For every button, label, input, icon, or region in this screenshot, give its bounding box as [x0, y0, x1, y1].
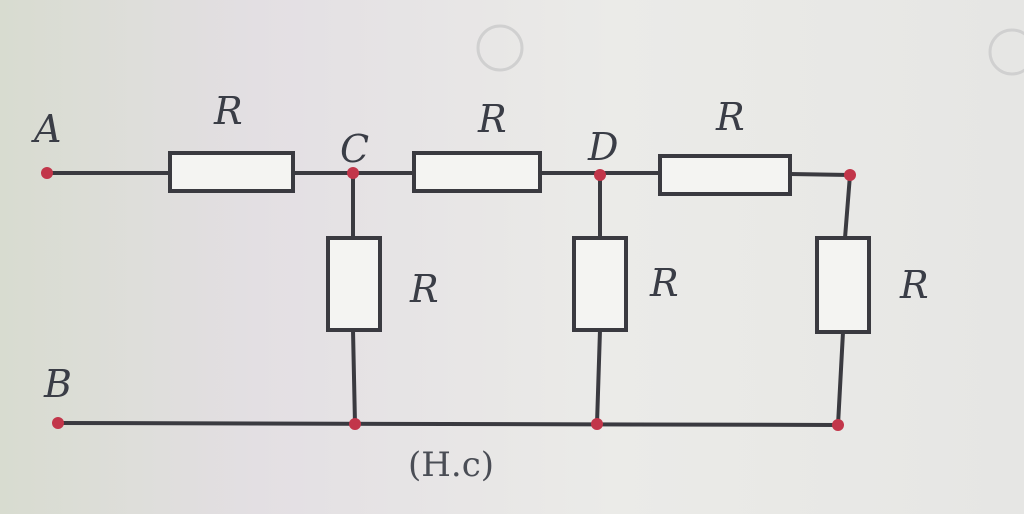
wire-corner-r6	[843, 173, 852, 240]
node-corner-dot	[844, 169, 856, 181]
wire-r3-corner	[788, 172, 852, 177]
label-node-c: C	[340, 127, 369, 171]
node-d-dot	[594, 169, 606, 181]
label-resistor-r2: R	[477, 97, 507, 141]
node-b-dot	[52, 417, 64, 429]
wire-b-bottom	[56, 421, 840, 427]
node-c-dot	[347, 167, 359, 179]
resistor-r4	[326, 236, 382, 332]
figure-caption: (H.c)	[408, 445, 494, 485]
resistor-r5	[572, 236, 628, 332]
label-resistor-r1: R	[213, 89, 243, 133]
label-node-d: D	[587, 125, 618, 169]
wire-r5-bottom	[595, 328, 602, 426]
label-resistor-r4: R	[409, 267, 439, 311]
resistor-r3	[658, 154, 792, 196]
watermark-circle	[988, 28, 1024, 76]
wire-r6-bottom	[836, 330, 845, 427]
node-bottom-c-dot	[349, 418, 361, 430]
resistor-r6	[815, 236, 871, 334]
resistor-r2	[412, 151, 542, 193]
label-node-a: A	[31, 107, 61, 151]
node-a-dot	[41, 167, 53, 179]
wire-r4-bottom	[351, 328, 357, 426]
label-resistor-r5: R	[649, 261, 679, 305]
label-resistor-r3: R	[715, 95, 745, 139]
watermark-circle	[476, 24, 524, 72]
label-node-b: B	[43, 362, 72, 406]
resistor-r1	[168, 151, 295, 193]
node-bottom-d-dot	[591, 418, 603, 430]
label-resistor-r6: R	[899, 263, 929, 307]
node-bottom-corner-dot	[832, 419, 844, 431]
